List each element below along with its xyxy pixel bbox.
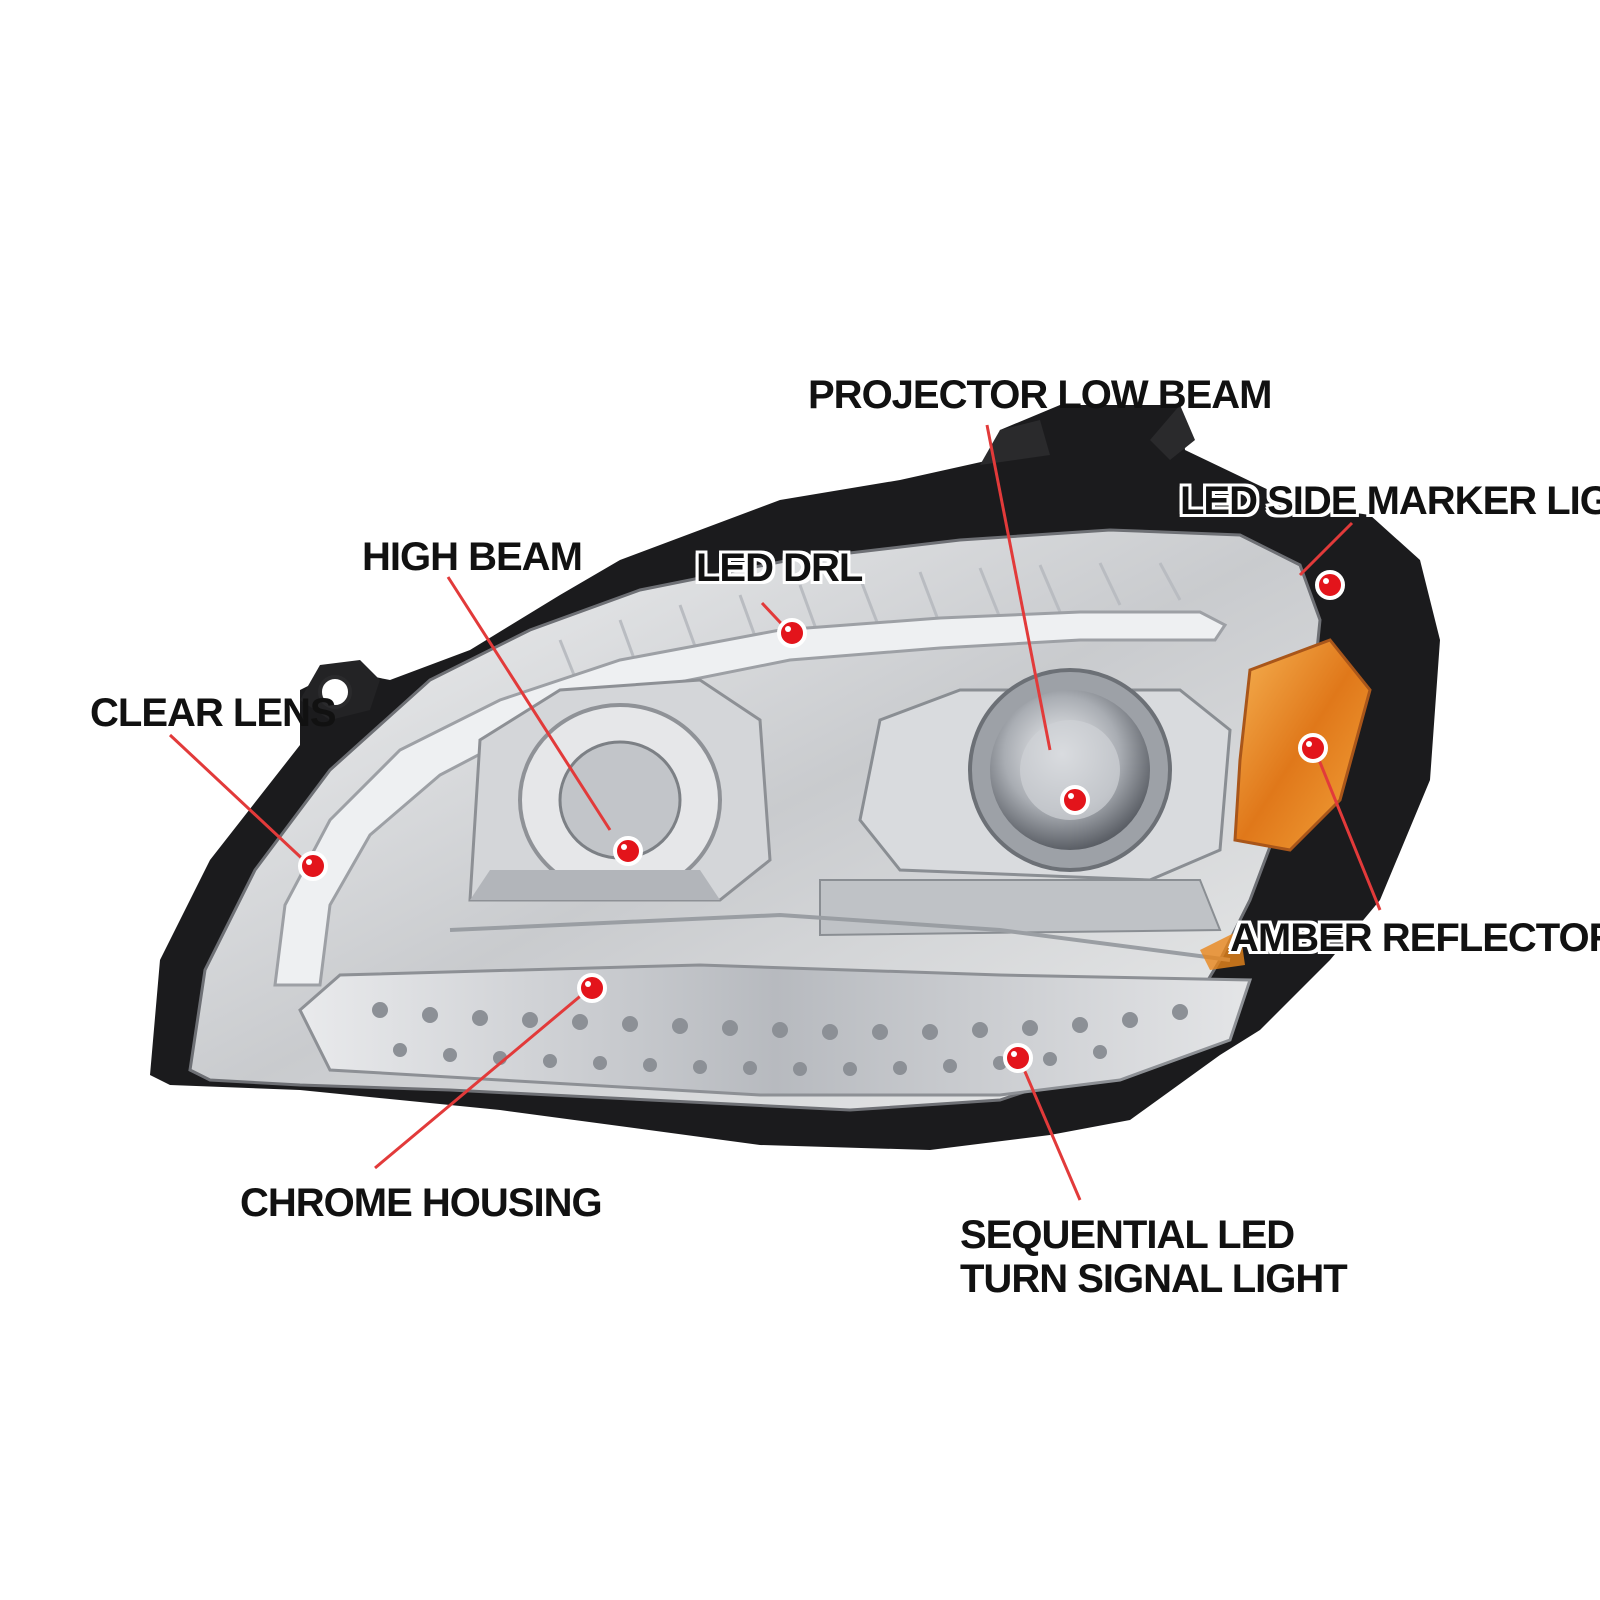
marker-chrome-housing [577, 973, 607, 1003]
marker-sequential-led [1003, 1043, 1033, 1073]
marker-led-side-marker [1315, 570, 1345, 600]
marker-clear-lens [298, 851, 328, 881]
leader-sequential-led [1018, 1059, 1082, 1201]
marker-high-beam [613, 836, 643, 866]
chrome-ridge [449, 912, 1231, 962]
leader-lines [168, 424, 1382, 1201]
marker-amber-reflectors [1298, 733, 1328, 763]
callout-markers [298, 570, 1345, 1073]
leader-amber-reflectors [1313, 749, 1382, 911]
leader-clear-lens [168, 733, 312, 868]
led-drl-bar [273, 610, 1228, 987]
drl-fins [558, 562, 1182, 691]
label-sequential-led-line2: TURN SIGNAL LIGHT [960, 1257, 1348, 1301]
leader-projector-low-beam [985, 424, 1052, 751]
sequential-led-strip [298, 963, 1253, 1097]
label-chrome-housing: CHROME HOUSING [240, 1181, 603, 1225]
label-amber-reflectors: AMBER REFLECTORS [1230, 916, 1600, 960]
label-led-drl: LED DRL [696, 546, 863, 590]
marker-projector-low-beam [1060, 785, 1090, 815]
leader-high-beam [446, 576, 612, 831]
projector-low-beam [819, 668, 1232, 937]
high-beam-reflector [468, 678, 772, 902]
label-led-side-marker-light: LED SIDE MARKER LIGHT [1180, 479, 1600, 523]
label-high-beam: HIGH BEAM [362, 535, 583, 579]
leader-led-side-marker [1298, 521, 1354, 577]
label-sequential-led-turn-signal: SEQUENTIAL LED TURN SIGNAL LIGHT [960, 1213, 1348, 1301]
label-clear-lens: CLEAR LENS [90, 691, 337, 735]
marker-led-drl [777, 618, 807, 648]
label-projector-low-beam: PROJECTOR LOW BEAM [808, 373, 1273, 417]
label-sequential-led-line1: SEQUENTIAL LED [960, 1213, 1295, 1257]
leader-chrome-housing [374, 986, 591, 1170]
